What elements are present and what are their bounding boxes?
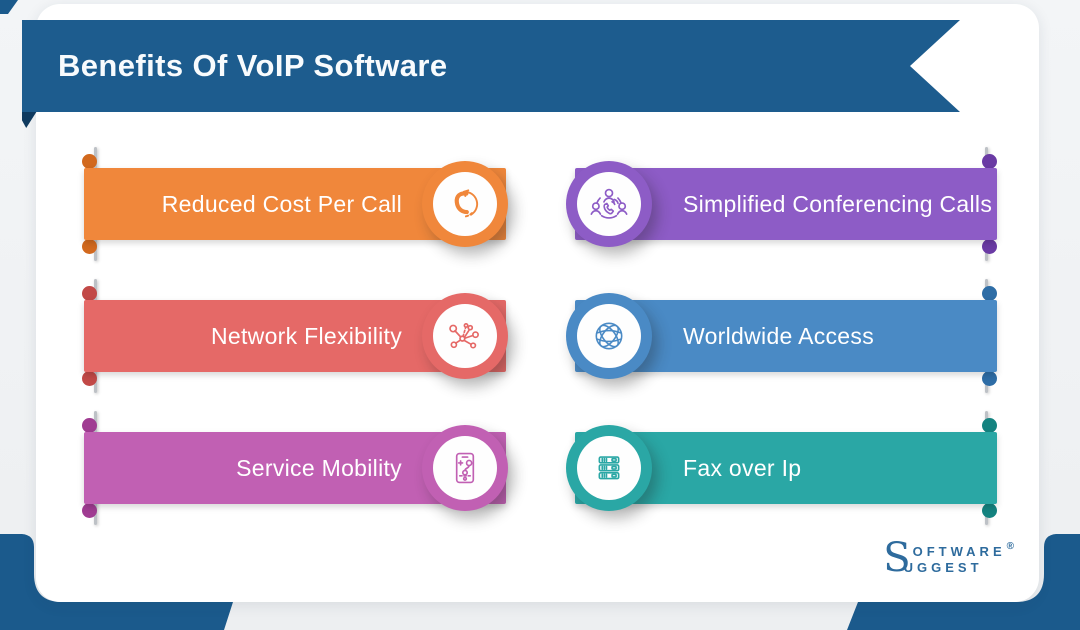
ribbon-curl-bottom <box>82 503 97 518</box>
logo-big-s: S <box>883 535 911 581</box>
benefit-label: Service Mobility <box>236 454 402 481</box>
ribbon-curl-bottom <box>982 371 997 386</box>
globe-icon <box>595 322 623 350</box>
icon-medal <box>422 293 508 379</box>
conference-call-icon <box>590 188 628 219</box>
ribbon-curl-top <box>982 418 997 433</box>
benefit-network-flexibility: Network Flexibility <box>0 279 1080 393</box>
ribbon-curl-top <box>82 418 97 433</box>
ribbon-curl-top <box>982 154 997 169</box>
icon-medal-inner <box>577 436 641 500</box>
ribbon-curl-bottom <box>982 503 997 518</box>
logo-registered-mark: ® <box>1006 541 1014 552</box>
icon-medal-inner <box>577 304 641 368</box>
mobile-service-icon <box>455 452 475 484</box>
page-title: Benefits Of VoIP Software <box>58 48 448 83</box>
network-nodes-icon <box>449 323 479 349</box>
icon-medal-inner <box>577 172 641 236</box>
softwaresuggest-logo: S OFTWARE UGGEST ® <box>883 535 1014 581</box>
logo-line2: UGGEST <box>903 560 983 575</box>
benefit-reduced-cost-per-call: Reduced Cost Per Call <box>0 147 1080 261</box>
ribbon-curl-bottom <box>982 239 997 254</box>
ribbon-curl-bottom <box>82 371 97 386</box>
benefit-label: Fax over Ip <box>683 454 802 481</box>
icon-medal-inner <box>433 304 497 368</box>
ribbon-curl-top <box>82 154 97 169</box>
ribbon-curl-top <box>982 286 997 301</box>
benefit-service-mobility: Service Mobility <box>0 411 1080 525</box>
ribbon-curl-top <box>82 286 97 301</box>
benefit-simplified-conferencing-calls: Simplified Conferencing Calls <box>0 147 1080 261</box>
benefit-label: Network Flexibility <box>210 322 402 349</box>
icon-medal-inner <box>433 436 497 500</box>
header-banner: Benefits Of VoIP Software <box>22 20 960 112</box>
icon-medal <box>566 425 652 511</box>
icon-medal <box>422 161 508 247</box>
benefit-fax-over-ip: Fax over Ip <box>0 411 1080 525</box>
logo-line1: OFTWARE <box>912 544 1006 559</box>
icon-medal <box>422 425 508 511</box>
benefit-worldwide-access: Worldwide Access <box>0 279 1080 393</box>
benefit-label: Reduced Cost Per Call <box>161 190 402 217</box>
phone-refresh-icon <box>454 189 479 218</box>
icon-medal <box>566 293 652 379</box>
fax-servers-icon <box>598 456 620 480</box>
ribbon-curl-bottom <box>82 239 97 254</box>
benefit-label: Simplified Conferencing Calls <box>683 190 993 217</box>
benefit-label: Worldwide Access <box>683 322 875 349</box>
icon-medal-inner <box>433 172 497 236</box>
icon-medal <box>566 161 652 247</box>
